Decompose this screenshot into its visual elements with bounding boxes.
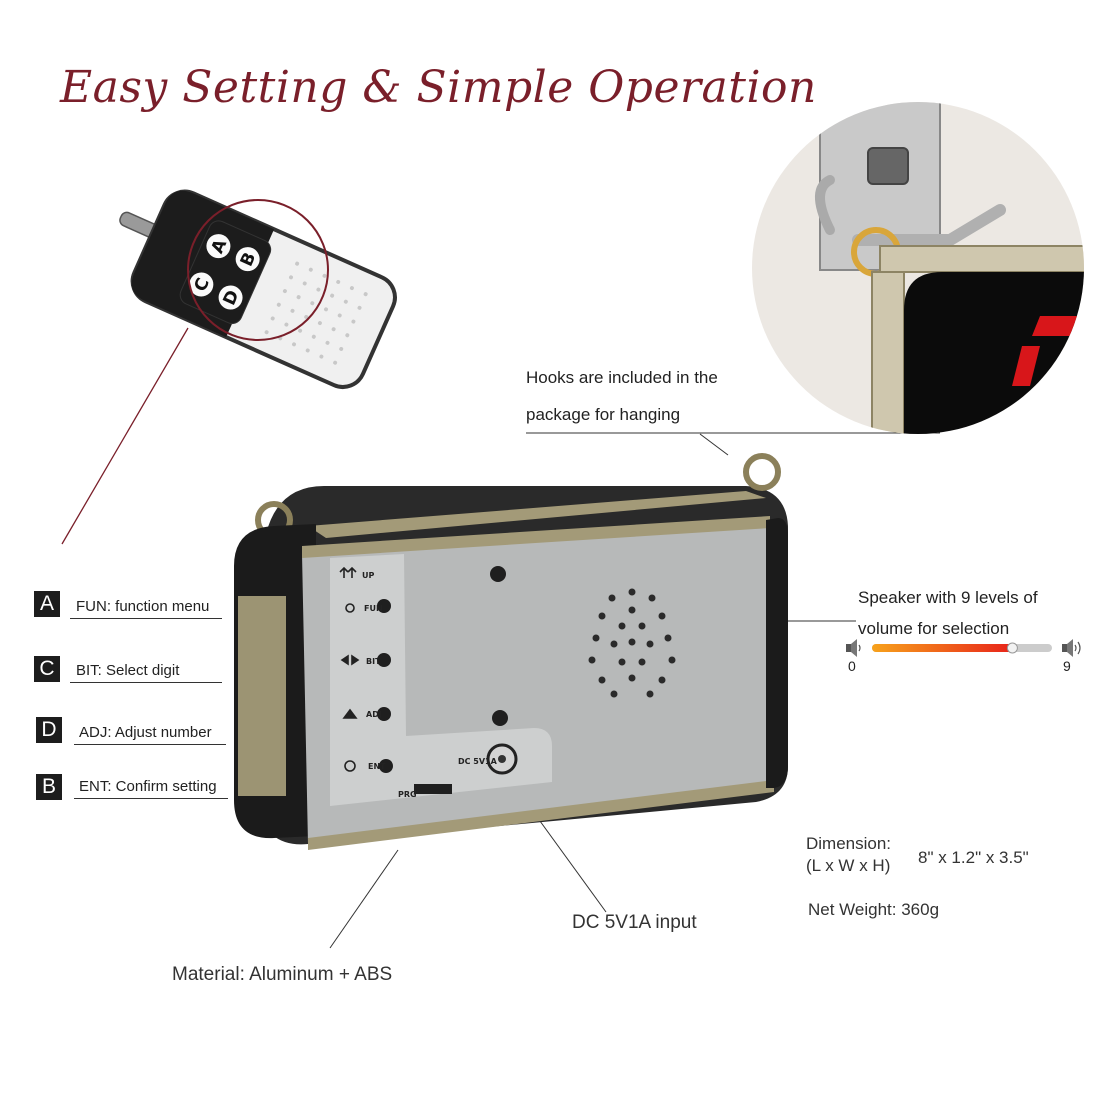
legend-underline	[70, 682, 222, 683]
sign-side-frame	[871, 271, 905, 434]
remote-key-c	[189, 272, 214, 297]
left-right-arrows-icon	[340, 654, 360, 666]
volume-knob	[1006, 642, 1018, 654]
panel-label-dc: DC 5V1A	[458, 757, 497, 766]
legend-key-b: B	[36, 774, 62, 800]
panel-label-prg: PRG	[398, 790, 417, 799]
legend-label-adj: ADJ: Adjust number	[79, 724, 212, 741]
legend-key-d: D	[36, 717, 62, 743]
legend-label-bit: BIT: Select digit	[76, 662, 180, 679]
panel-label-adj: ADJ	[366, 710, 382, 719]
dimension-label: Dimension:	[806, 834, 892, 853]
bit-button	[377, 653, 391, 667]
panel-label-ent: ENT	[368, 762, 386, 771]
adj-button	[377, 707, 391, 721]
speaker-caption-line1: Speaker with 9 levels of	[858, 588, 1038, 607]
volume-min-label: 0	[848, 658, 856, 674]
page-title: Easy Setting & Simple Operation	[60, 62, 817, 113]
right-hanging-ring	[743, 453, 781, 491]
volume-max-label: 9	[1063, 658, 1071, 674]
remote-control-image: A B C D	[119, 189, 397, 389]
ent-button	[379, 759, 393, 773]
speaker-low-icon	[846, 639, 861, 657]
panel-label-up: UP	[362, 571, 375, 580]
legend-underline	[74, 798, 228, 799]
volume-bar	[846, 639, 1081, 657]
legend-label-fun: FUN: function menu	[76, 598, 210, 615]
sign-top-frame	[879, 245, 1084, 273]
triangle-up-icon	[342, 708, 358, 719]
up-arrows-icon	[339, 566, 357, 578]
left-end-frame	[238, 596, 286, 796]
net-weight: Net Weight: 360g	[808, 900, 940, 919]
speaker-caption-line2: volume for selection	[858, 619, 1010, 638]
dimension-sub-label: (L x W x H)	[806, 856, 891, 875]
remote-key-a	[206, 234, 231, 259]
material-caption: Material: Aluminum + ABS	[172, 964, 393, 985]
device-image	[234, 453, 788, 850]
remote-key-d	[218, 285, 243, 310]
legend-key-a: A	[34, 591, 60, 617]
legend-label-ent: ENT: Confirm setting	[79, 778, 217, 795]
legend-underline	[70, 618, 222, 619]
fun-button	[377, 599, 391, 613]
check-circle-icon	[344, 760, 356, 772]
control-panel-area	[330, 554, 552, 806]
legend-key-c: C	[34, 656, 60, 682]
dimension-value: 8" x 1.2" x 3.5"	[918, 848, 1029, 867]
legend-underline	[74, 744, 226, 745]
speaker-high-icon	[1062, 639, 1081, 657]
material-pointer-line	[329, 849, 399, 949]
hooks-caption-line1: Hooks are included in the	[526, 368, 718, 387]
remote-highlight-circle	[187, 199, 329, 341]
remote-key-b	[235, 247, 260, 272]
prg-usb-port	[414, 784, 452, 794]
gear-icon	[345, 603, 355, 613]
hooks-pointer-line	[699, 433, 729, 456]
hooks-caption-line2: package for hanging	[526, 405, 681, 424]
panel-label-bit: BIT	[366, 657, 381, 666]
dc-input-caption: DC 5V1A input	[572, 912, 697, 933]
speaker-grille	[588, 588, 676, 698]
panel-label-fun: FUN	[364, 604, 383, 613]
volume-fill	[872, 644, 1013, 652]
hook-closeup-image	[752, 102, 1084, 434]
remote-pointer-line	[61, 327, 189, 545]
sign-screen	[904, 272, 1084, 434]
hook-bar	[852, 204, 1006, 246]
